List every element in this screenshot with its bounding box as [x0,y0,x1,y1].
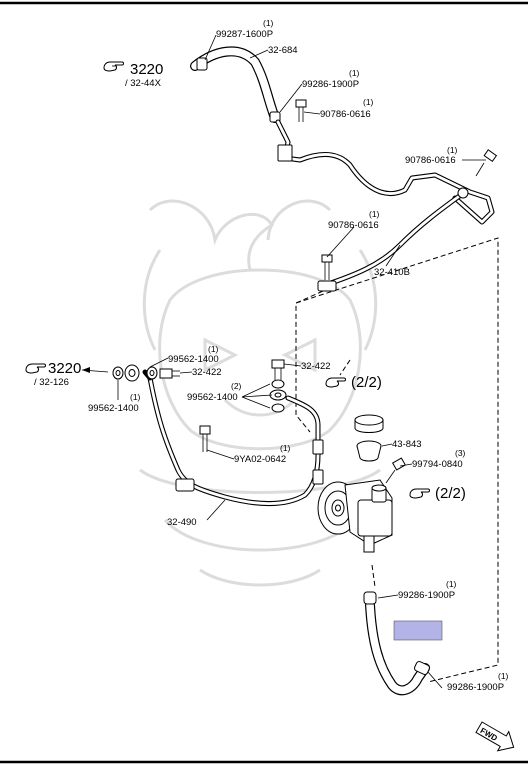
part-number-label[interactable]: 99287-1600P [216,29,273,40]
fwd-arrow-icon: FWD [475,721,515,752]
banjo-fitting-left [112,364,180,382]
ref-main[interactable]: (2/2) [435,485,466,502]
ref-sub: / 32-44X [125,78,162,89]
highlight-box [393,620,443,641]
bolt-middle [321,254,333,280]
pointing-hand-icon [25,363,46,374]
suction-hose-lower [363,591,430,696]
qty-label: (1) [498,671,509,681]
qty-label: (1) [369,209,380,219]
qty-label: (1) [280,443,291,453]
bolt-bracket [199,425,211,452]
leader-lines [81,34,486,689]
ref-main[interactable]: 3220 [48,360,81,377]
qty-label: (1) [447,145,458,155]
dashed-relation-lines [295,237,499,683]
ref-main[interactable]: (2/2) [351,374,382,391]
part-number-label[interactable]: 99562-1400 [88,403,139,414]
part-number-label[interactable]: 32-684 [268,45,298,56]
qty-label: (1) [263,18,274,28]
part-number-label[interactable]: 9YA02-0642 [234,454,286,465]
leader-arrowheads [82,367,90,373]
bolt-upper [295,99,307,122]
qty-label: (2) [231,381,242,391]
part-number-label[interactable]: 32-422 [192,367,222,378]
bolt-right [475,149,498,177]
part-number-label[interactable]: 99286-1900P [398,590,455,601]
part-number-label[interactable]: 99562-1400 [168,354,219,365]
part-number-label[interactable]: 90786-0616 [320,109,371,120]
qty-label: (1) [446,579,457,589]
qty-label: (3) [455,448,466,458]
return-hose-upper [190,46,281,123]
qty-label: (1) [363,97,374,107]
return-pipe [275,119,495,292]
banjo-fitting-center [269,359,287,413]
qty-label: (1) [349,68,360,78]
pointing-hand-icon [409,488,430,499]
part-number-label[interactable]: 99286-1900P [302,79,359,90]
part-number-label[interactable]: 99286-1900P [447,682,504,693]
ref-main[interactable]: 3220 [130,61,163,78]
qty-label: (1) [130,392,141,402]
reservoir-cap [354,414,384,462]
part-number-label[interactable]: 32-410B [374,267,410,278]
power-steering-pump [317,479,393,553]
qty-label: (1) [208,344,219,354]
part-number-label[interactable]: 32-422 [301,361,331,372]
pointing-hand-icon [325,377,346,388]
part-number-label[interactable]: 43-843 [392,439,422,450]
part-number-label[interactable]: 99562-1400 [187,392,238,403]
part-number-label[interactable]: 32-490 [167,517,197,528]
bolt-pump [385,457,407,484]
part-number-label[interactable]: 99794-0840 [412,459,463,470]
part-number-label[interactable]: 90786-0616 [405,155,456,166]
part-number-label[interactable]: 90786-0616 [328,220,379,231]
pointing-hand-icon [103,61,124,72]
ref-sub: / 32-126 [34,377,69,388]
